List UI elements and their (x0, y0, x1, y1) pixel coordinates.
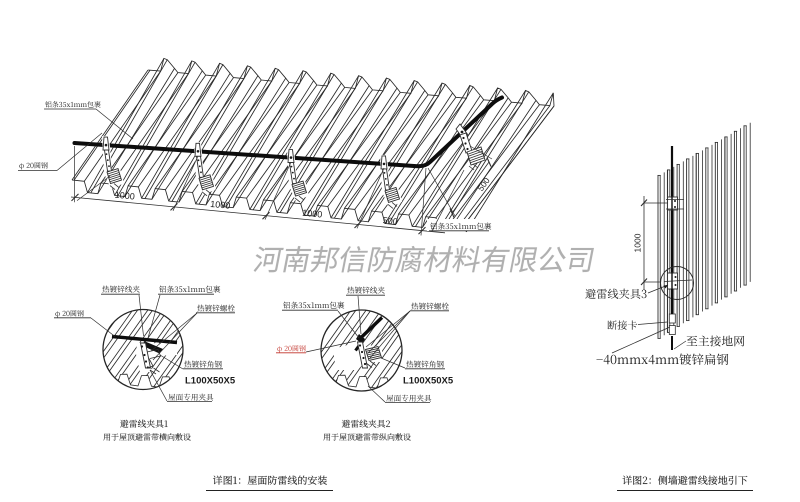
svg-text:1000: 1000 (114, 190, 135, 202)
svg-text:1000: 1000 (302, 208, 323, 220)
svg-text:1000: 1000 (210, 199, 231, 211)
svg-text:L100X50X5: L100X50X5 (185, 376, 236, 387)
svg-text:500: 500 (382, 215, 398, 226)
svg-text:L100X50X5: L100X50X5 (403, 376, 454, 387)
svg-text:1000: 1000 (633, 233, 643, 252)
